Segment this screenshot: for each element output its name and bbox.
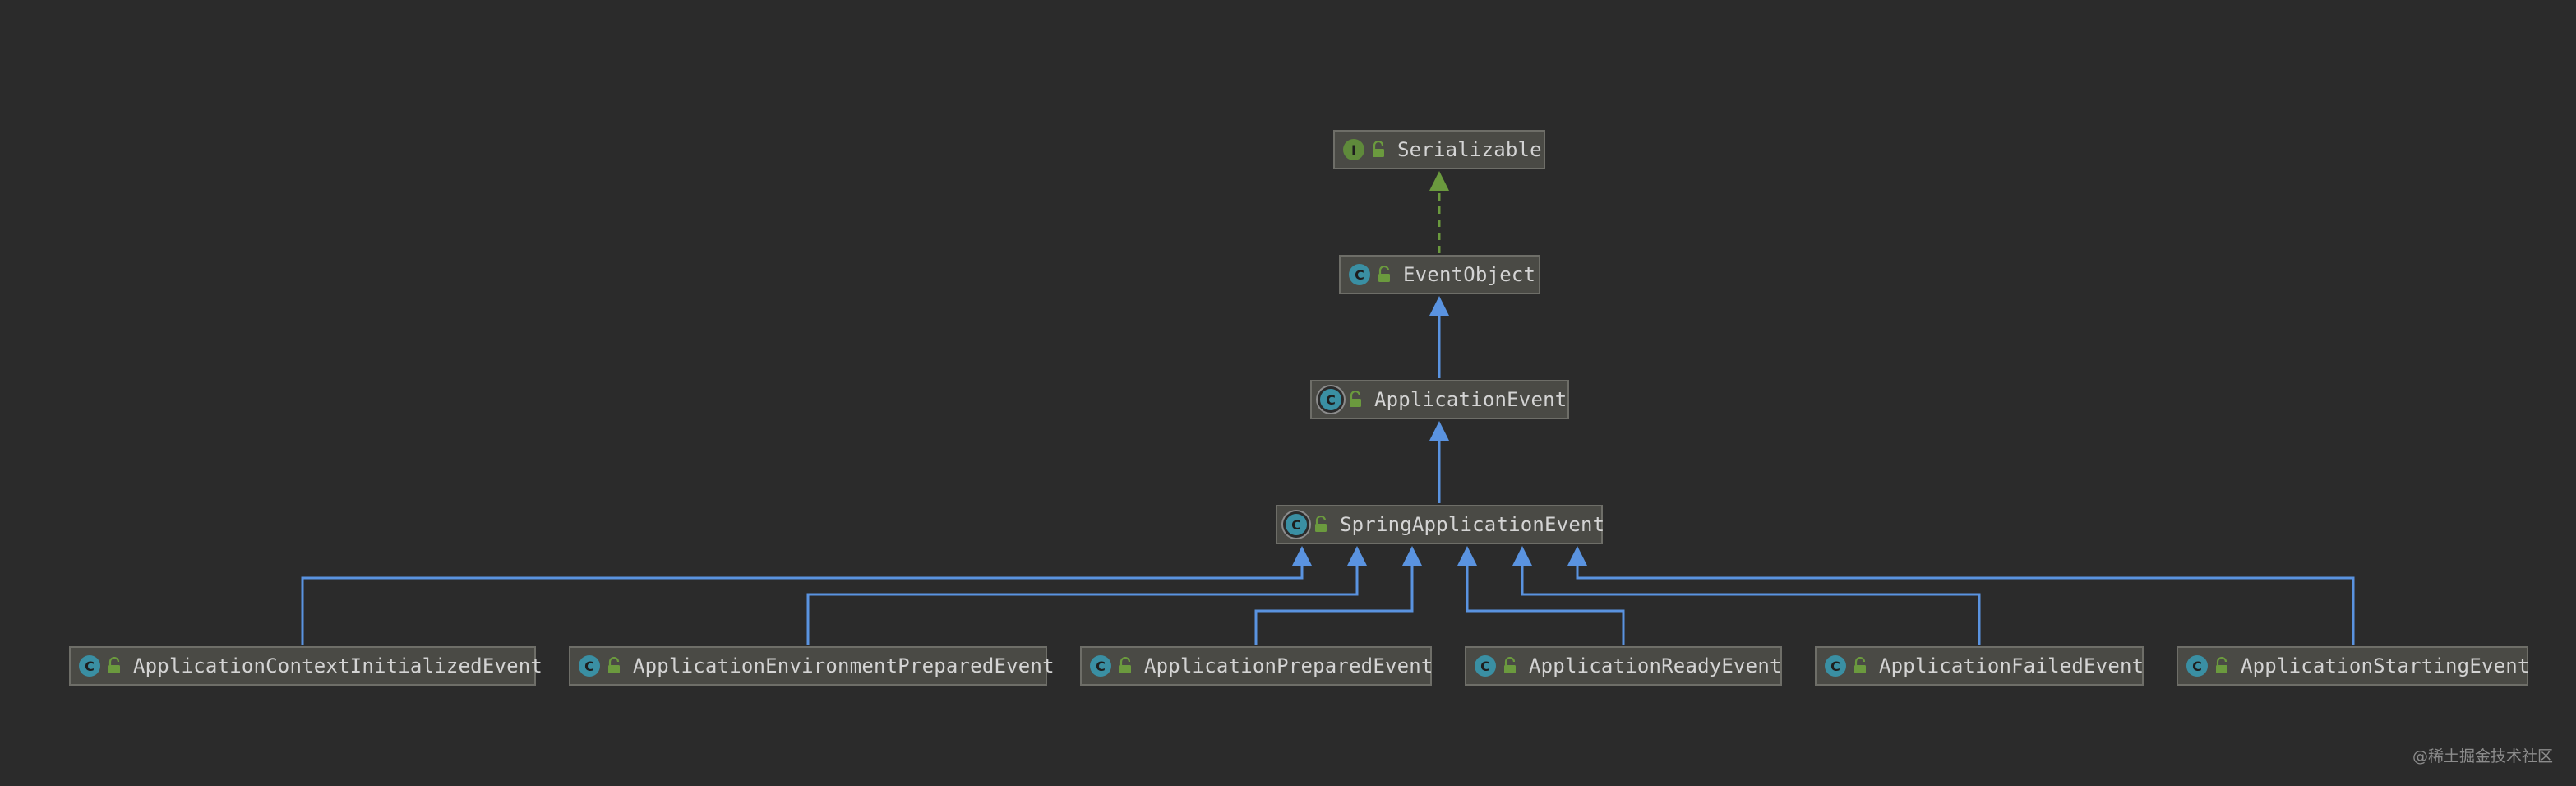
edge-starting-spring (1576, 566, 2355, 645)
unlocked-icon (1119, 657, 1131, 673)
unlocked-icon (2216, 657, 2227, 673)
node-application-failed-event[interactable]: C ApplicationFailedEvent (1815, 646, 2144, 686)
node-event-object[interactable]: C EventObject (1339, 255, 1540, 294)
node-label: ApplicationEnvironmentPreparedEvent (633, 654, 1055, 677)
edge-failed-spring (1521, 566, 1981, 645)
node-application-environment-prepared-event[interactable]: C ApplicationEnvironmentPreparedEvent (569, 646, 1055, 686)
class-icon: C (579, 655, 600, 677)
node-label: SpringApplicationEvent (1340, 513, 1605, 536)
arrowhead-spring-3 (1402, 546, 1422, 566)
node-spring-application-event[interactable]: C SpringApplicationEvent (1276, 505, 1605, 544)
unlocked-icon (1378, 266, 1390, 282)
edge-prepared-spring (1254, 566, 1414, 645)
class-icon: C (1825, 655, 1846, 677)
node-application-event[interactable]: C ApplicationEvent (1310, 380, 1569, 419)
node-label: Serializable (1397, 138, 1542, 161)
class-icon: C (1090, 655, 1111, 677)
abstract-class-icon: C (1320, 389, 1341, 410)
node-label: EventObject (1403, 263, 1536, 286)
arrowhead-spring-6 (1567, 546, 1587, 566)
abstract-class-icon: C (1286, 514, 1307, 535)
node-label: ApplicationFailedEvent (1879, 654, 2144, 677)
node-label: ApplicationStartingEvent (2241, 654, 2530, 677)
arrowhead-spring-4 (1457, 546, 1477, 566)
node-application-ready-event[interactable]: C ApplicationReadyEvent (1465, 646, 1782, 686)
unlocked-icon (1350, 391, 1361, 407)
node-application-starting-event[interactable]: C ApplicationStartingEvent (2177, 646, 2530, 686)
node-application-context-initialized-event[interactable]: C ApplicationContextInitializedEvent (69, 646, 542, 686)
interface-icon: I (1343, 139, 1364, 160)
node-application-prepared-event[interactable]: C ApplicationPreparedEvent (1080, 646, 1433, 686)
unlocked-icon (1315, 516, 1327, 532)
unlocked-icon (1504, 657, 1516, 673)
arrowhead-spring-2 (1347, 546, 1367, 566)
node-label: ApplicationEvent (1374, 388, 1567, 411)
arrowhead-applicationevent (1429, 421, 1449, 441)
arrowhead-serializable (1429, 171, 1449, 191)
arrowhead-spring-5 (1512, 546, 1532, 566)
class-icon: C (1349, 264, 1370, 285)
watermark: @稀土掘金技术社区 (2412, 747, 2553, 765)
edge-contextinitialized-spring (301, 566, 1304, 645)
node-serializable[interactable]: I Serializable (1333, 130, 1545, 169)
class-icon: C (2186, 655, 2208, 677)
class-icon: C (1475, 655, 1496, 677)
class-icon: C (79, 655, 100, 677)
node-label: ApplicationReadyEvent (1529, 654, 1782, 677)
node-label: ApplicationPreparedEvent (1144, 654, 1433, 677)
arrowhead-spring-1 (1292, 546, 1312, 566)
unlocked-icon (1373, 141, 1384, 157)
unlocked-icon (1854, 657, 1866, 673)
unlocked-icon (108, 657, 120, 673)
node-label: ApplicationContextInitializedEvent (133, 654, 543, 677)
arrowhead-eventobject (1429, 296, 1449, 316)
unlocked-icon (608, 657, 620, 673)
edge-ready-spring (1466, 566, 1625, 645)
edge-environmentprepared-spring (806, 566, 1359, 645)
